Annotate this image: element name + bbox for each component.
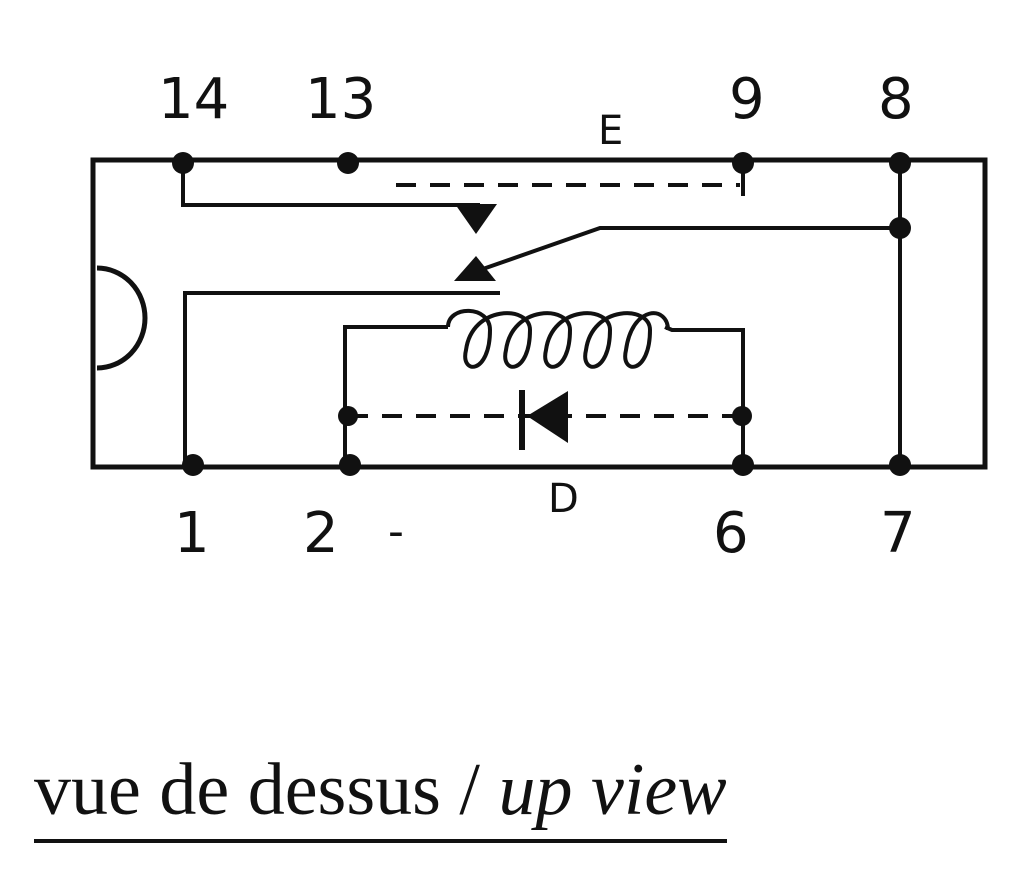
junction-dot	[889, 217, 911, 239]
caption-english: up view	[498, 749, 727, 831]
pin-14-label: 14	[158, 67, 229, 132]
pin-dots	[172, 152, 911, 476]
pin-9-label: 9	[729, 67, 765, 132]
pin-9-dot	[732, 152, 754, 174]
package-notch	[96, 265, 148, 371]
pin-7-label: 7	[880, 501, 916, 566]
nc-contact-wire	[181, 163, 480, 207]
pin-7-dot	[889, 454, 911, 476]
armature-wire	[479, 226, 900, 272]
pin-2-label: 2	[303, 501, 339, 566]
nc-contact-arrow	[455, 204, 497, 234]
pin-13-label: 13	[305, 67, 376, 132]
pin-1-label: 1	[174, 501, 210, 566]
pin-2-polarity-label: -	[388, 506, 404, 557]
contact-label: E	[598, 108, 623, 154]
pin-13-dot	[337, 152, 359, 174]
caption-french: vue de dessus /	[34, 749, 480, 831]
coil-icon	[446, 308, 670, 369]
diode-icon	[519, 390, 568, 450]
package-outline	[90, 157, 988, 470]
no-contact-wire	[183, 291, 500, 465]
diode-label: D	[548, 476, 579, 522]
pin-6-label: 6	[713, 501, 749, 566]
coil-left-wire	[343, 325, 448, 465]
pin-14-dot	[172, 152, 194, 174]
no-contact-arrow	[454, 256, 496, 281]
pin-2-dot	[339, 454, 361, 476]
pin-6-dot	[732, 454, 754, 476]
diode-left-dot	[338, 406, 358, 426]
diode-right-dot	[732, 406, 752, 426]
view-caption: vue de dessus / up view	[34, 748, 727, 844]
pin-1-dot	[182, 454, 204, 476]
dashed-connections	[348, 183, 742, 418]
pin-8-dot	[889, 152, 911, 174]
coil-right-wire	[664, 325, 745, 465]
pin-8-label: 8	[878, 67, 914, 132]
